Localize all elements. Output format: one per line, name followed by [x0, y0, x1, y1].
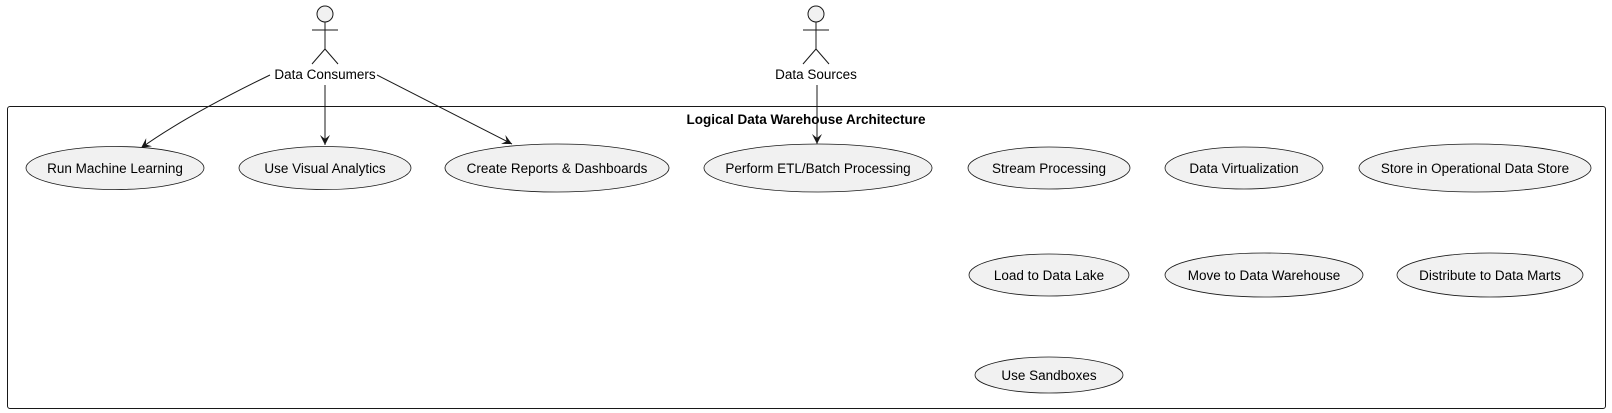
use-case-move-to-data-warehouse[interactable]: Move to Data Warehouse: [1164, 252, 1364, 298]
associations: [140, 74, 822, 149]
use-case-stream-processing[interactable]: Stream Processing: [967, 146, 1131, 190]
use-case-use-visual-analytics[interactable]: Use Visual Analytics: [238, 146, 412, 190]
use-case-label: Stream Processing: [992, 161, 1106, 176]
use-case-perform-etl-batch[interactable]: Perform ETL/Batch Processing: [703, 143, 933, 193]
use-case-label: Data Virtualization: [1189, 161, 1298, 176]
use-case-create-reports-dashboards[interactable]: Create Reports & Dashboards: [444, 143, 670, 193]
actor-data-sources[interactable]: Data Sources: [775, 5, 857, 82]
system-boundary: Logical Data Warehouse Architecture: [7, 106, 1606, 409]
use-case-data-virtualization[interactable]: Data Virtualization: [1164, 146, 1324, 190]
use-case-label: Use Sandboxes: [1001, 368, 1097, 383]
use-case-label: Use Visual Analytics: [264, 161, 386, 176]
use-case-label: Run Machine Learning: [47, 161, 183, 176]
use-case-label: Create Reports & Dashboards: [467, 161, 648, 176]
stick-figure-icon: [311, 5, 339, 65]
use-case-run-machine-learning[interactable]: Run Machine Learning: [25, 146, 205, 190]
use-case-distribute-to-data-marts[interactable]: Distribute to Data Marts: [1396, 252, 1584, 298]
use-case-label: Move to Data Warehouse: [1188, 268, 1341, 283]
link-consumers-to-ml: [140, 74, 271, 149]
use-case-label: Perform ETL/Batch Processing: [725, 161, 910, 176]
use-case-load-to-data-lake[interactable]: Load to Data Lake: [968, 253, 1130, 297]
use-case-label: Store in Operational Data Store: [1381, 161, 1569, 176]
use-case-label: Distribute to Data Marts: [1419, 268, 1561, 283]
stick-figure-icon: [802, 5, 830, 65]
use-case-use-sandboxes[interactable]: Use Sandboxes: [974, 356, 1124, 394]
boundary-frame: [7, 106, 1606, 409]
use-case-label: Load to Data Lake: [994, 268, 1104, 283]
use-case-operational-data-store[interactable]: Store in Operational Data Store: [1358, 143, 1592, 193]
link-consumers-to-rd: [376, 74, 513, 145]
boundary-title: Logical Data Warehouse Architecture: [686, 112, 926, 127]
actor-data-consumers[interactable]: Data Consumers: [274, 5, 376, 82]
actor-label: Data Sources: [775, 67, 857, 82]
actor-label: Data Consumers: [274, 67, 376, 82]
